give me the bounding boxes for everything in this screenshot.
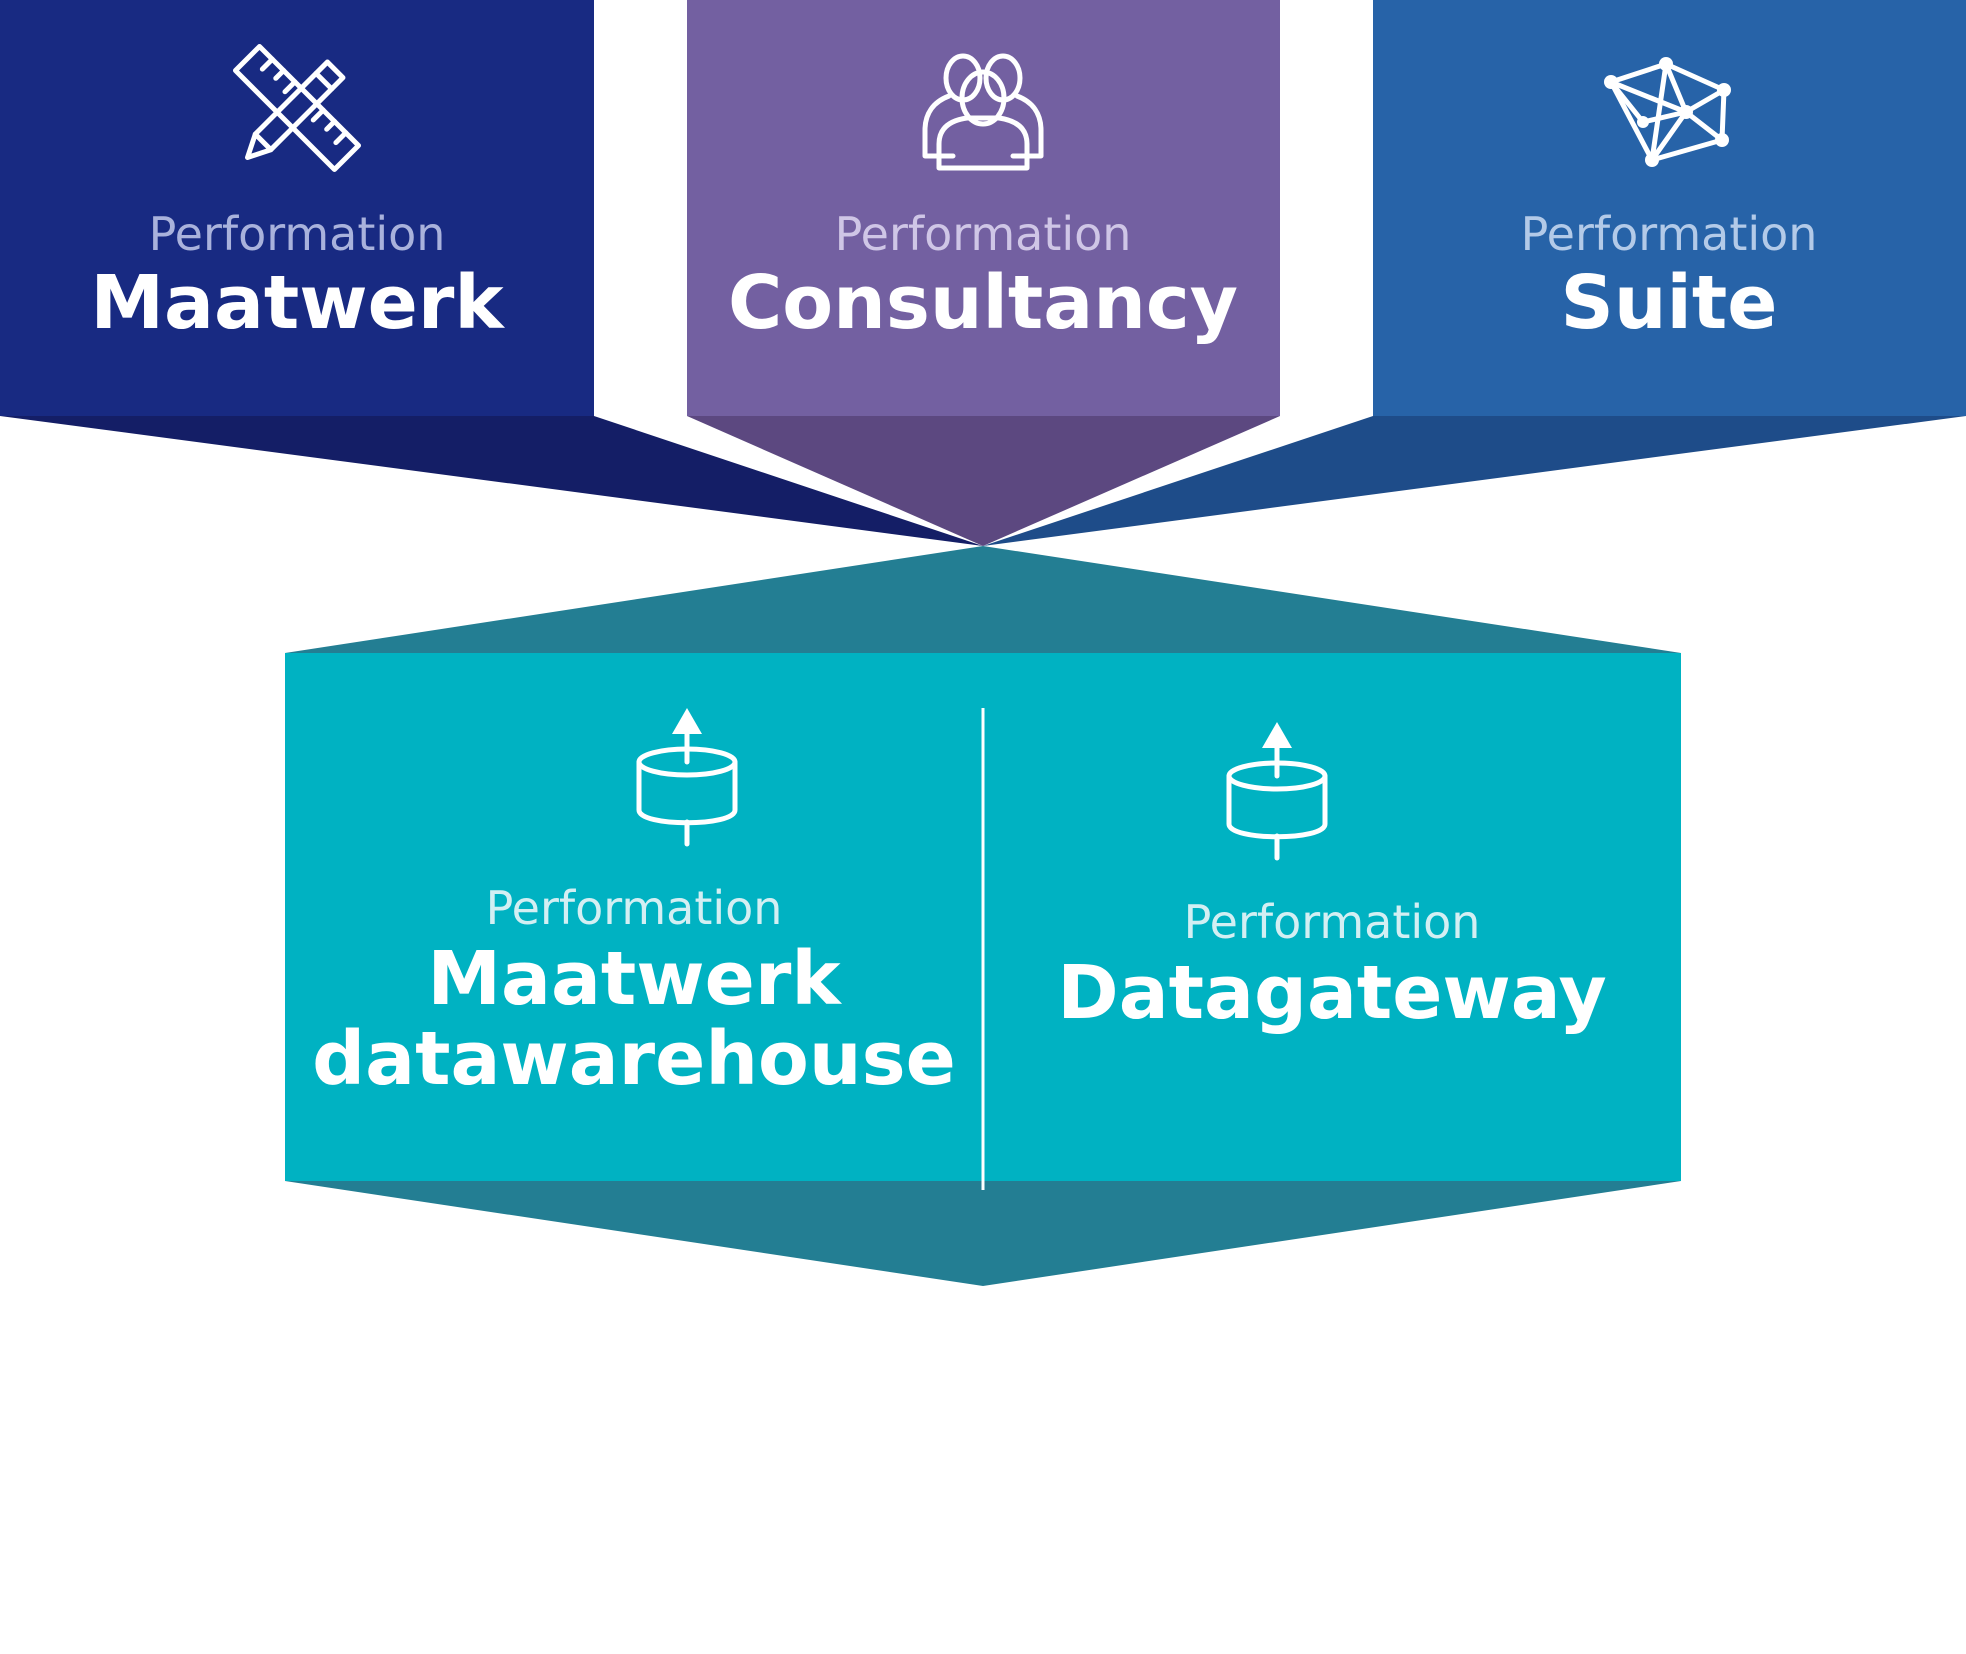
database-upload-icon xyxy=(636,708,738,847)
bottom-section-right-prefix: Performation xyxy=(1184,895,1481,949)
bottom-panel-bottom-cap xyxy=(285,1181,1681,1286)
users-icon xyxy=(922,53,1044,171)
top-box-maatwerk-prefix: Performation xyxy=(149,207,446,261)
funnel-wing-consultancy xyxy=(687,416,1280,546)
top-box-maatwerk-title: Maatwerk xyxy=(90,260,505,346)
top-box-consultancy-title: Consultancy xyxy=(728,260,1238,346)
database-upload-icon xyxy=(1226,722,1328,861)
bottom-section-right-title: Datagateway xyxy=(1057,950,1606,1036)
bottom-section-maatwerk-datawarehouse: Performation Maatwerk datawarehouse xyxy=(312,708,956,1102)
network-icon xyxy=(1604,57,1731,167)
top-box-consultancy: Performation Consultancy xyxy=(687,0,1280,416)
bottom-section-left-title-line-2: datawarehouse xyxy=(312,1016,956,1102)
top-box-suite: Performation Suite xyxy=(1373,0,1966,416)
top-box-consultancy-prefix: Performation xyxy=(835,207,1132,261)
top-box-suite-title: Suite xyxy=(1561,260,1778,346)
bottom-panel-top-cap xyxy=(285,546,1681,653)
top-box-maatwerk-background xyxy=(0,0,594,416)
top-box-consultancy-background xyxy=(687,0,1280,416)
funnel-wing-suite xyxy=(983,416,1966,546)
top-box-suite-prefix: Performation xyxy=(1521,207,1818,261)
pencil-ruler-icon xyxy=(232,43,362,173)
bottom-section-left-title-line-1: Maatwerk xyxy=(427,936,842,1022)
bottom-section-left-prefix: Performation xyxy=(486,881,783,935)
bottom-section-datagateway: Performation Datagateway xyxy=(1057,722,1607,1036)
top-box-maatwerk: Performation Maatwerk xyxy=(0,0,594,416)
funnel-wing-maatwerk xyxy=(0,416,983,546)
